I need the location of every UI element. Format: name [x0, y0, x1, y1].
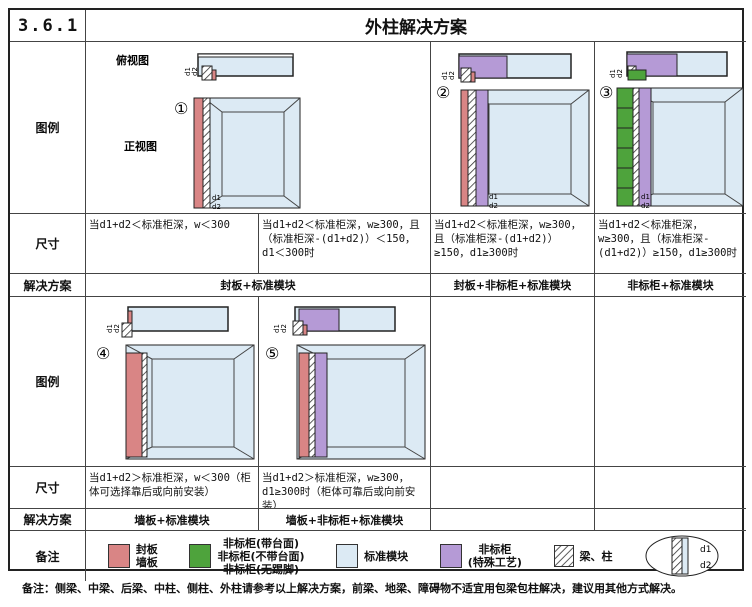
empty-cell-5 — [431, 509, 595, 531]
solution-case-1: 封板+标准模块 — [86, 274, 431, 297]
diagram-3-svg: d1 d2 ③ d1 d2 — [599, 51, 744, 210]
beam-swatch — [553, 545, 574, 567]
dimension-detail-diagram: d1 d2 — [645, 535, 719, 577]
row-label-solution-2: 解决方案 — [10, 509, 86, 531]
top-d2-label: d2 — [280, 324, 288, 333]
seal-board — [193, 97, 204, 209]
case-number-1: ① — [174, 99, 188, 118]
empty-cell-2 — [595, 297, 746, 467]
front-d1-label: d1 — [641, 193, 650, 201]
case-number-4: ④ — [96, 344, 110, 363]
top-d2-label: d2 — [616, 69, 624, 78]
detail-d2-label: d2 — [700, 561, 711, 571]
size-case-1: 当d1+d2＜标准柜深，w＜300 — [86, 214, 259, 274]
top-view-seal — [211, 69, 217, 81]
solution-case-5: 墙板+非标柜+标准模块 — [259, 509, 431, 531]
top-d1-label: d1 — [184, 67, 192, 76]
front-d2-label: d2 — [212, 203, 221, 211]
legend-beam: 梁、柱 — [553, 545, 613, 567]
top-d1-label: d1 — [441, 71, 449, 80]
front-d1-label: d1 — [489, 193, 498, 201]
empty-cell-4 — [595, 467, 746, 509]
case-number-5: ⑤ — [265, 344, 279, 363]
page-title: 外柱解决方案 — [86, 10, 746, 42]
top-d2-label: d2 — [113, 324, 121, 333]
legend-green-line-2: 非标柜(不带台面) — [217, 549, 305, 563]
empty-cell-6 — [595, 509, 746, 531]
legend-standard: 标准模块 — [336, 544, 408, 568]
size-case-5-text: 当d1+d2＞标准柜深，w≥300，d1≥300时（柜体可靠后或向前安装） — [259, 467, 431, 509]
legend-green-line-3: 非标柜(无踢脚) — [222, 562, 300, 576]
legend-green-text: 非标柜(带台面)非标柜(不带台面)非标柜(无踢脚) — [217, 537, 304, 576]
row-label-solution: 解决方案 — [10, 274, 86, 297]
diagram-case-4: d1 d2 ④ — [86, 297, 259, 467]
legend-seal-line-2: 墙板 — [135, 556, 158, 569]
front-d2-label: d2 — [489, 202, 498, 210]
legend-purple-line-1: 非标柜 — [478, 543, 512, 556]
row-label-notes: 备注 — [10, 531, 86, 581]
row-label-legend: 图例 — [10, 42, 86, 214]
footer-note: 备注：侧梁、中梁、后梁、中柱、侧柱、外柱请参考以上解决方案，前梁、地梁、障碍物不… — [22, 582, 682, 595]
diagram-4-svg: d1 d2 ④ — [96, 306, 255, 460]
size-case-3: 当d1+d2＜标准柜深，w≥300，且（标准柜深-(d1+d2)）≥150，d1… — [431, 214, 595, 274]
module-inner — [221, 111, 285, 197]
top-d1-label: d1 — [273, 324, 281, 333]
legend-beam-text: 梁、柱 — [579, 549, 613, 563]
size-case-4: 当d1+d2＜标准柜深，w≥300，且（标准柜深-(d1+d2)）≥150，d1… — [595, 214, 746, 274]
standard-swatch — [336, 544, 359, 568]
diagram-2-svg: d1 d2 ② d1 d2 — [436, 53, 590, 210]
legend-purple-text: 非标柜(特殊工艺) — [468, 543, 522, 569]
seal-swatch — [107, 544, 130, 568]
diagram-case-2: d1 d2 ② d1 d2 — [431, 42, 595, 214]
legend-standard-text: 标准模块 — [364, 549, 409, 563]
legend-seal-text: 封板墙板 — [136, 543, 158, 569]
size-case-2: 当d1+d2＜标准柜深，w≥300，且（标准柜深-(d1+d2)）＜150，d1… — [259, 214, 431, 274]
column — [202, 97, 211, 209]
legend-seal: 封板墙板 — [107, 543, 158, 569]
legend-bar: 封板墙板 非标柜(带台面)非标柜(不带台面)非标柜(无踢脚) 标准模块 非标柜(… — [86, 531, 746, 581]
top-d2-label: d2 — [191, 67, 199, 76]
top-d1-label: d1 — [609, 69, 617, 78]
top-d1-label: d1 — [106, 324, 114, 333]
legend-purple-line-2: (特殊工艺) — [467, 556, 522, 569]
legend-green: 非标柜(带台面)非标柜(不带台面)非标柜(无踢脚) — [189, 537, 305, 576]
case-number-3: ③ — [599, 83, 613, 102]
solution-table: 3.6.1 外柱解决方案 图例 俯视图 d1 d2 正视图 ① d1 d2 d1… — [8, 8, 746, 581]
size-case-4-text: 当d1+d2＞标准柜深，w＜300（柜体可选择靠后或向前安装） — [86, 467, 259, 509]
diagram-5-svg: d1 d2 ⑤ — [265, 306, 426, 460]
row-label-legend-2: 图例 — [10, 297, 86, 467]
diagram-case-5: d1 d2 ⑤ — [259, 297, 431, 467]
legend-seal-line-1: 封板 — [135, 543, 158, 556]
purple-swatch — [439, 544, 462, 568]
top-view-top-panel — [197, 53, 294, 58]
front-view-label: 正视图 — [124, 139, 157, 153]
green-swatch — [189, 544, 212, 568]
front-d1-label: d1 — [212, 194, 221, 202]
empty-cell-3 — [431, 467, 595, 509]
solution-case-2: 封板+非标柜+标准模块 — [431, 274, 595, 297]
empty-cell-1 — [431, 297, 595, 467]
top-d2-label: d2 — [448, 71, 456, 80]
top-view-label: 俯视图 — [116, 53, 149, 67]
row-label-size-2: 尺寸 — [10, 467, 86, 509]
detail-d1-label: d1 — [700, 545, 711, 555]
diagram-1-svg: 俯视图 d1 d2 正视图 ① d1 d2 — [116, 53, 301, 211]
front-d2-label: d2 — [641, 202, 650, 210]
top-view-column — [201, 65, 213, 81]
solution-case-4: 墙板+标准模块 — [86, 509, 259, 531]
section-code: 3.6.1 — [10, 10, 86, 42]
solution-case-3: 非标柜+标准模块 — [595, 274, 746, 297]
case-number-2: ② — [436, 83, 450, 102]
legend-green-line-1: 非标柜(带台面) — [222, 536, 300, 550]
diagram-case-1: 俯视图 d1 d2 正视图 ① d1 d2 — [86, 42, 431, 214]
row-label-size: 尺寸 — [10, 214, 86, 274]
diagram-case-3: d1 d2 ③ d1 d2 — [595, 42, 746, 214]
legend-purple: 非标柜(特殊工艺) — [439, 543, 522, 569]
